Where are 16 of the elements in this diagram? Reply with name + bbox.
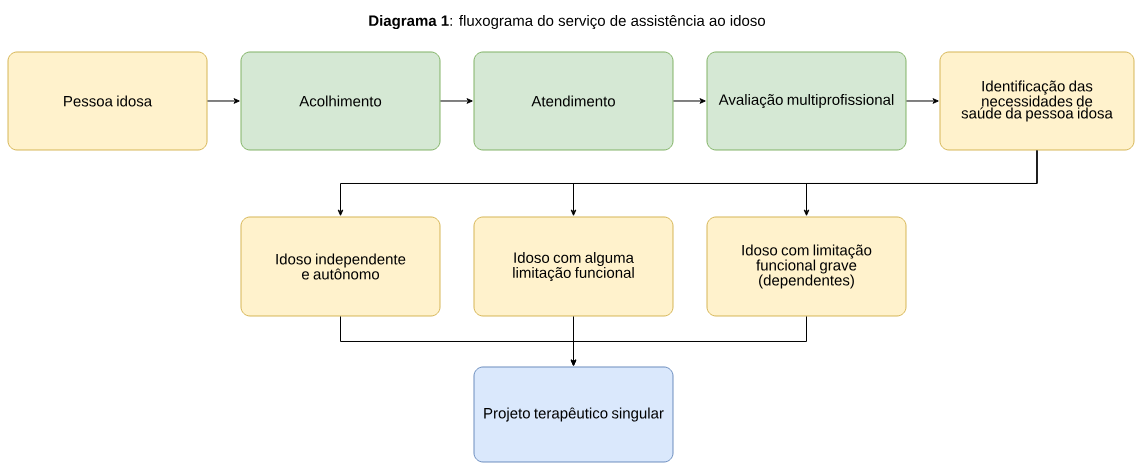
process-box: Idoso com limitação funcional grave (dependentes) xyxy=(706,216,907,317)
process-box: Idoso independente e autônomo xyxy=(240,216,441,317)
title: Diagrama 1: fluxograma do serviço de assistência ao idoso xyxy=(369,14,766,30)
arrow xyxy=(906,98,939,104)
arrow xyxy=(673,98,706,104)
arrow xyxy=(440,98,473,104)
process-box: Identificação das necessidades de saúde da pessoa idosa xyxy=(939,51,1135,151)
process-box: Acolhimento xyxy=(240,51,441,151)
arrow xyxy=(207,98,240,104)
arrow xyxy=(803,150,1038,216)
process-box: Pessoa idosa xyxy=(7,51,208,151)
process-box: Idoso com alguma limitação funcional xyxy=(473,216,674,317)
process-box: Projeto terapêutico singular xyxy=(473,366,674,463)
process-box: Avaliação multiprofissional xyxy=(706,51,907,151)
arrow xyxy=(570,316,807,366)
process-box: Atendimento xyxy=(473,51,674,151)
